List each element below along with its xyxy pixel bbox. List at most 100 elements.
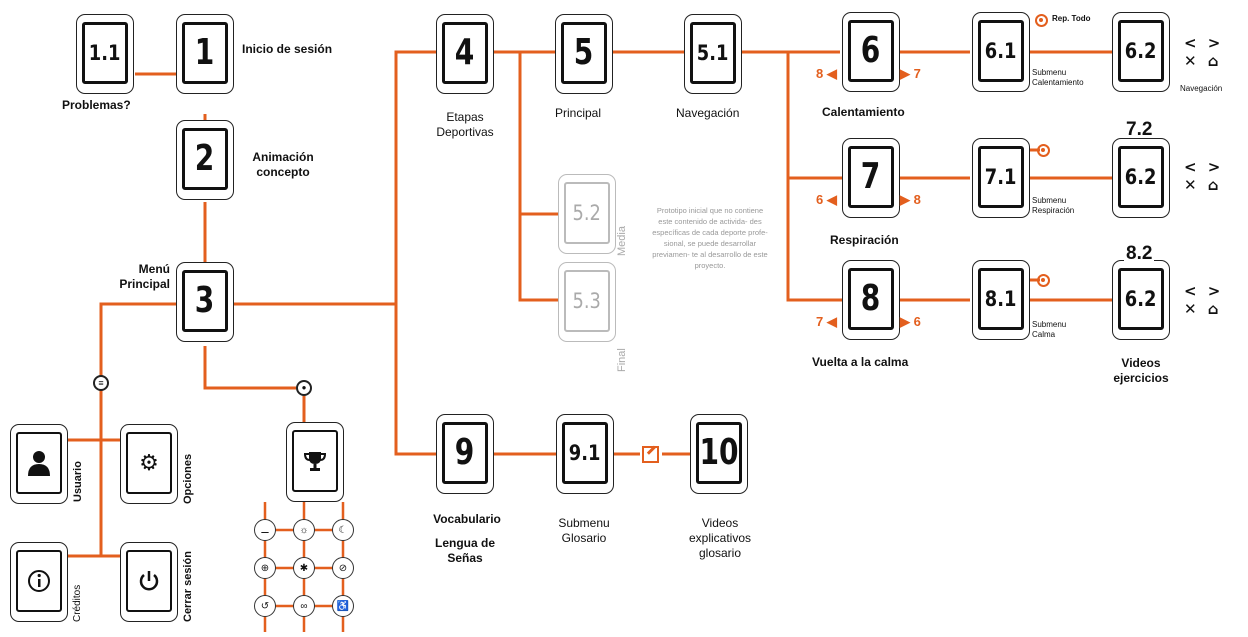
screen-4: 4: [436, 14, 494, 94]
sun-icon: ☼: [293, 519, 315, 541]
label-7-2: 7.2: [1124, 119, 1155, 140]
arrow-6-left: 8 ◀: [816, 66, 837, 81]
arrow-7-right: ▶ 8: [900, 192, 921, 207]
label-rep-todo: Rep. Todo: [1052, 14, 1091, 23]
screen-6-2: 6.2: [1112, 12, 1170, 92]
screen-number: 5.3: [572, 288, 602, 313]
close-home-icons: ✕ ⌂: [1184, 176, 1222, 194]
nav-controls: < > ✕ ⌂: [1184, 34, 1223, 70]
repeat-icon: [1037, 144, 1050, 157]
repeat-icon: [1035, 14, 1048, 27]
screen-number: 3: [195, 280, 215, 321]
repeat-icon: [1037, 274, 1050, 287]
label-vuelta: Vuelta a la calma: [812, 355, 909, 369]
label-sub-calent: Submenu Calentamiento: [1032, 68, 1084, 87]
screen-7-1: 7.1: [972, 138, 1030, 218]
label-videos-exp: Videos explicativos glosario: [688, 516, 752, 560]
label-calentamiento: Calentamiento: [822, 105, 905, 119]
label-opciones: Opciones: [182, 453, 194, 504]
screen-8-2: 6.2: [1112, 260, 1170, 340]
label-8-2: 8.2: [1124, 243, 1155, 264]
screen-number: 8.1: [985, 286, 1017, 311]
arrow-8-right: ▶ 6: [900, 314, 921, 329]
arrow-8-left: 7 ◀: [816, 314, 837, 329]
screen-7-2: 6.2: [1112, 138, 1170, 218]
arrow-7-left: 6 ◀: [816, 192, 837, 207]
power-icon: [139, 571, 159, 591]
trophy-icon: [303, 452, 327, 471]
wheelchair-icon: ♿: [332, 595, 354, 617]
screen-number: 7.1: [985, 164, 1017, 189]
label-navegacion: Navegación: [676, 106, 740, 120]
screen-number: 1: [195, 32, 215, 73]
screen-number: 6.1: [985, 38, 1017, 63]
label-animacion: Animación concepto: [252, 150, 314, 179]
screen-logros: [286, 422, 344, 502]
screen-3: 3: [176, 262, 234, 342]
screen-cerrar-sesion: [120, 542, 178, 622]
prototype-note: Prototipo inicial que no contiene este c…: [652, 206, 768, 270]
screen-usuario: [10, 424, 68, 504]
label-etapas: Etapas Deportivas: [436, 110, 494, 139]
user-icon: [28, 451, 50, 476]
screen-10: 10: [690, 414, 748, 494]
label-nav-small: Navegación: [1180, 84, 1223, 93]
screen-6-1: 6.1: [972, 12, 1030, 92]
arrow-6-right: ▶ 7: [900, 66, 921, 81]
screen-number: 9: [455, 432, 475, 473]
screen-5-2: 5.2: [558, 174, 616, 254]
label-cerrar: Cerrar sesión: [182, 551, 194, 622]
screen-number: 6.2: [1125, 38, 1157, 63]
label-creditos: Créditos: [72, 584, 83, 622]
screen-number: 6: [861, 30, 881, 71]
screen-number: 10: [699, 432, 739, 473]
info-icon: [28, 570, 50, 592]
screen-7: 7: [842, 138, 900, 218]
label-respiracion: Respiración: [830, 233, 899, 247]
screen-8-1: 8.1: [972, 260, 1030, 340]
screen-9: 9: [436, 414, 494, 494]
prev-next-icons: < >: [1184, 282, 1224, 300]
screen-2: 2: [176, 120, 234, 200]
screen-6: 6: [842, 12, 900, 92]
screen-5-3: 5.3: [558, 262, 616, 342]
dumbbell-icon: ⚊: [254, 519, 276, 541]
screen-1: 1: [176, 14, 234, 94]
label-menu: Menú Principal: [119, 262, 170, 291]
nav-controls: < > ✕ ⌂: [1184, 158, 1223, 194]
screen-number: 5.2: [572, 200, 602, 225]
label-vocabulario: Vocabulario: [433, 512, 501, 526]
screen-number: 9.1: [569, 440, 601, 465]
screen-opciones: ⚙: [120, 424, 178, 504]
menu-icon: ≡: [93, 375, 109, 391]
runner-icon: ✱: [293, 557, 315, 579]
screen-number: 8: [861, 278, 881, 319]
label-media: Media: [616, 226, 628, 256]
screen-5-1: 5.1: [684, 14, 742, 94]
no-run-icon: ⊘: [332, 557, 354, 579]
screen-number: 1.1: [89, 40, 121, 65]
screen-number: 5: [574, 32, 594, 73]
screen-number: 7: [861, 156, 881, 197]
label-sub-calma: Submenu Calma: [1032, 320, 1067, 339]
prev-next-icons: < >: [1184, 34, 1224, 52]
label-lengua: Lengua de Señas: [434, 536, 495, 565]
nav-controls: < > ✕ ⌂: [1184, 282, 1223, 318]
prev-next-icons: < >: [1184, 158, 1224, 176]
screen-number: 4: [455, 32, 475, 73]
moon-icon: ☾: [332, 519, 354, 541]
screen-number: 5.1: [697, 40, 729, 65]
screen-number: 6.2: [1125, 164, 1157, 189]
close-home-icons: ✕ ⌂: [1184, 52, 1222, 70]
external-link-icon: [642, 446, 659, 463]
label-problemas: Problemas?: [62, 98, 131, 112]
close-home-icons: ✕ ⌂: [1184, 300, 1222, 318]
screen-1-1: 1.1: [76, 14, 134, 94]
label-usuario: Usuario: [72, 461, 84, 502]
label-inicio: Inicio de sesión: [242, 42, 333, 56]
screen-9-1: 9.1: [556, 414, 614, 494]
magnifier-icon: ⊕: [254, 557, 276, 579]
label-sub-glosario: Submenu Glosario: [558, 516, 610, 545]
screen-number: 6.2: [1125, 286, 1157, 311]
